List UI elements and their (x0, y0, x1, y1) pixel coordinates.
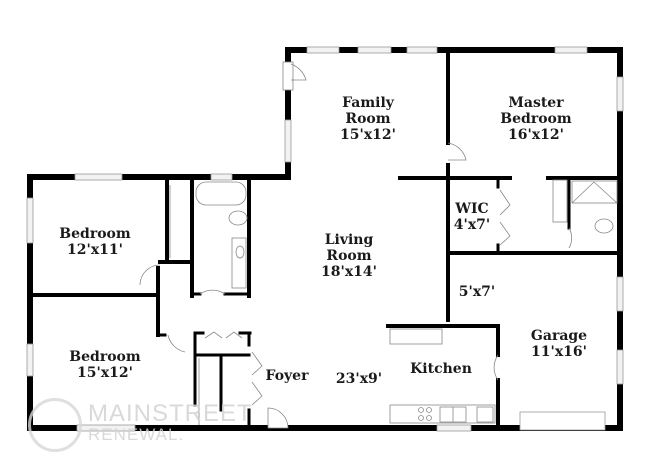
brand-logo-icon (28, 398, 82, 452)
room-name: Foyer (265, 368, 309, 384)
room-dimensions: 15'x12' (340, 127, 396, 143)
room-name: Family (342, 95, 394, 111)
room-dimensions: 23'x9' (335, 371, 383, 387)
room-label-living-room: Living Room 18'x14' (321, 232, 377, 280)
room-dimensions: 12'x11' (67, 242, 123, 258)
room-name: Bedroom (59, 226, 131, 242)
room-dimensions: 11'x16' (531, 344, 587, 360)
room-dimensions: 5'x7' (458, 284, 496, 300)
room-label-garage: Garage 11'x16' (531, 328, 587, 360)
room-dimensions: 18'x14' (321, 264, 377, 280)
room-dimensions: 16'x12' (508, 127, 564, 143)
windows (26, 46, 624, 432)
watermark-line1: MAINSTREET (88, 400, 253, 427)
room-dimensions: 15'x12' (77, 365, 133, 381)
room-label-bedroom-2: Bedroom 15'x12' (69, 349, 140, 381)
room-label-family-room: Family Room 15'x12' (340, 95, 396, 143)
room-name: Bedroom (69, 349, 141, 365)
fixtures (195, 179, 618, 424)
room-dimensions: 4'x7' (453, 217, 491, 233)
room-label-wic: WIC 4'x7' (454, 201, 490, 233)
room-name: WIC (455, 201, 489, 217)
room-label-foyer: Foyer (266, 368, 309, 384)
room-label-kitchen: Kitchen (410, 361, 472, 377)
room-name: Room (326, 248, 372, 264)
room-name: Bedroom (500, 111, 572, 127)
room-label-bedroom-1: Bedroom 12'x11' (59, 226, 130, 258)
room-label-dining: 23'x9' (336, 371, 382, 387)
room-name: Living (324, 232, 374, 248)
room-name: Kitchen (410, 361, 472, 377)
room-name: Room (345, 111, 391, 127)
room-name: Garage (530, 328, 588, 344)
watermark-line2: RENEWAL. (88, 425, 185, 444)
room-name: Master (508, 95, 564, 111)
room-label-laundry: 5'x7' (459, 284, 495, 300)
room-label-master-bedroom: Master Bedroom 16'x12' (500, 95, 571, 143)
doors (139, 61, 573, 429)
